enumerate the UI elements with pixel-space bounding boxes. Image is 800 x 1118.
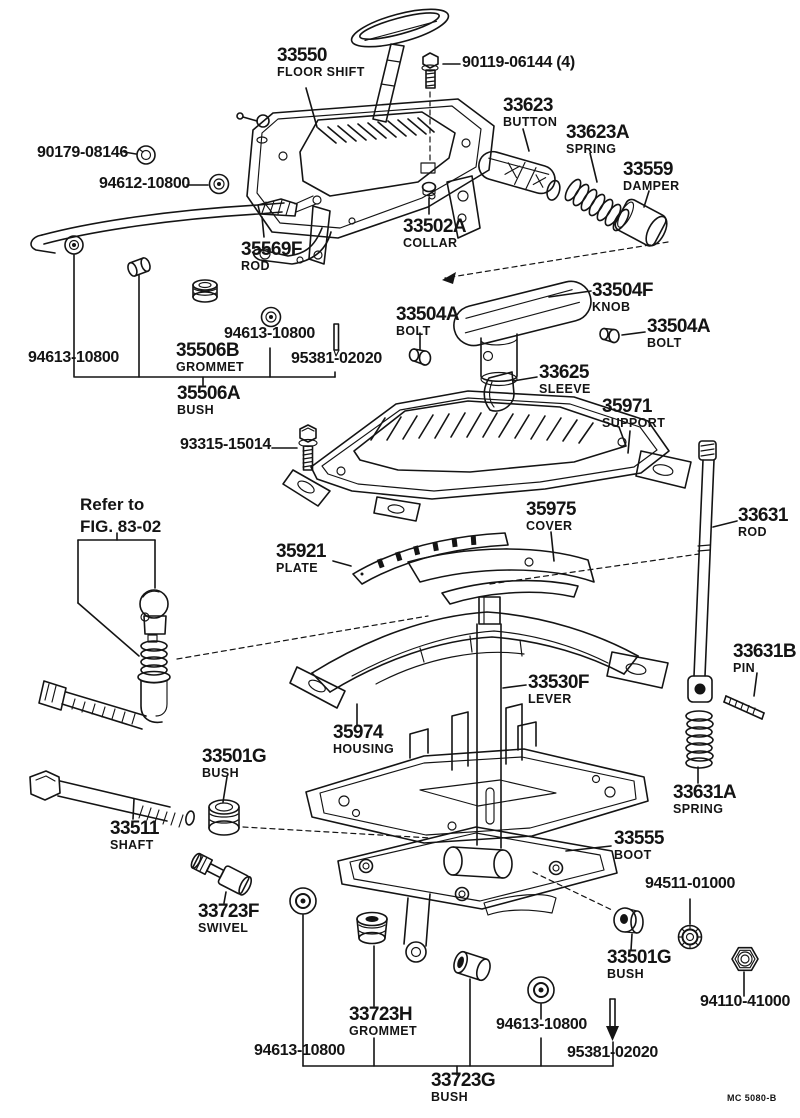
label-35971: 35971 SUPPORT	[602, 396, 666, 430]
label-33501g-left: 33501G BUSH	[202, 746, 267, 780]
bolt-93315-drawing	[298, 424, 318, 471]
label-33723g: 33723G BUSH	[431, 1070, 496, 1104]
bolt-33504a-left-drawing	[408, 348, 432, 366]
label-33511: 33511 SHAFT	[110, 818, 159, 852]
cover-drawing	[407, 548, 595, 605]
washer-94613-bottom-drawing	[527, 976, 555, 1004]
label-93315: 93315-15014	[180, 436, 272, 453]
lever-drawing	[443, 596, 513, 879]
label-90119: 90119-06144 (4)	[462, 54, 575, 71]
label-94613-bottom-right: 94613-10800	[496, 1016, 588, 1033]
label-33631: 33631 ROD	[738, 505, 788, 539]
label-33530f: 33530F LEVER	[528, 672, 589, 706]
frame-drawing	[305, 703, 649, 844]
label-35506b: 35506B GROMMET	[176, 340, 245, 374]
shaft-drawing	[29, 770, 195, 828]
nut-94511-drawing	[677, 924, 703, 950]
rod-35569f-drawing	[30, 195, 322, 254]
bolt-90119-drawing	[421, 52, 439, 89]
label-33502a: 33502A COLLAR	[403, 216, 467, 250]
spring-33631a-drawing	[685, 710, 714, 769]
label-94612: 94612-10800	[99, 175, 191, 192]
label-33631a: 33631A SPRING	[673, 782, 737, 816]
label-35921: 35921 PLATE	[276, 541, 326, 575]
label-35506a: 35506A BUSH	[177, 383, 241, 417]
label-95381-top: 95381-02020	[291, 350, 383, 367]
washer-33723h-drawing	[289, 887, 317, 915]
knob-drawing	[453, 280, 592, 387]
label-94511: 94511-01000	[645, 875, 736, 892]
rod-33631-drawing	[687, 440, 717, 703]
label-94613-bottom-left: 94613-10800	[254, 1042, 346, 1059]
swivel-drawing	[190, 852, 253, 896]
pin-33631b-drawing	[723, 695, 765, 720]
label-35975: 35975 COVER	[526, 499, 576, 533]
label-33623a: 33623A SPRING	[566, 122, 630, 156]
nut-90179-drawing	[136, 145, 156, 165]
grommet-94612-drawing	[208, 173, 230, 195]
shift-handle-drawing	[350, 8, 450, 123]
grommet-small-drawing	[127, 257, 151, 277]
support-drawing	[282, 390, 692, 522]
figure-reference-note: Refer to FIG. 83-02	[80, 495, 162, 537]
label-33501g-right: 33501G BUSH	[607, 947, 672, 981]
spring-33623a-drawing	[564, 178, 630, 232]
sleeve-drawing	[483, 371, 515, 412]
housing-drawing	[289, 611, 669, 709]
label-33625: 33625 SLEEVE	[539, 362, 591, 396]
boot-drawing	[337, 826, 618, 963]
label-33504f: 33504F KNOB	[592, 280, 653, 314]
floor-shift-assembly-drawing	[236, 98, 495, 265]
dashed-alignment-lines	[176, 91, 700, 911]
label-33723f: 33723F SWIVEL	[198, 901, 259, 935]
label-33504a-right: 33504A BOLT	[647, 316, 711, 350]
bush-33501g-left-drawing	[208, 799, 240, 836]
bush-35506-drawing	[192, 279, 218, 303]
bolt-33504a-right-drawing	[599, 327, 620, 344]
label-94613-mid: 94613-10800	[224, 325, 316, 342]
button-drawing	[478, 150, 561, 201]
leader-lines	[73, 63, 758, 1076]
grommet-33723h-drawing	[356, 911, 388, 945]
label-33723h: 33723H GROMMET	[349, 1004, 418, 1038]
bush-33501g-right-drawing	[613, 907, 644, 934]
lamp-assembly-drawing	[38, 589, 171, 730]
nut-94110-drawing	[731, 946, 759, 972]
figure-code: MC 5080-B	[727, 1093, 777, 1103]
label-35974: 35974 HOUSING	[333, 722, 395, 756]
pin-95381-bottom-drawing	[606, 998, 619, 1041]
label-33504a-left: 33504A BOLT	[396, 304, 460, 338]
label-35569f: 35569F ROD	[241, 239, 302, 273]
label-95381-bottom: 95381-02020	[567, 1044, 659, 1061]
label-33559: 33559 DAMPER	[623, 159, 680, 193]
label-33631b: 33631B PIN	[733, 641, 797, 675]
damper-drawing	[614, 198, 668, 247]
label-90179: 90179-08146	[37, 144, 129, 161]
pin-95381-top-drawing	[333, 323, 340, 357]
washer-94613-mid-drawing	[260, 306, 282, 328]
label-33623: 33623 BUTTON	[503, 95, 558, 129]
label-33555: 33555 BOOT	[614, 828, 664, 862]
bush-33723g-drawing	[453, 950, 491, 982]
collar-drawing	[421, 181, 437, 197]
label-94613-left: 94613-10800	[28, 349, 120, 366]
washer-94613-left-drawing	[64, 235, 84, 255]
label-94110: 94110-41000	[700, 993, 791, 1010]
indicator-plate-drawing	[352, 532, 509, 585]
label-33550: 33550 FLOOR SHIFT	[277, 45, 365, 79]
